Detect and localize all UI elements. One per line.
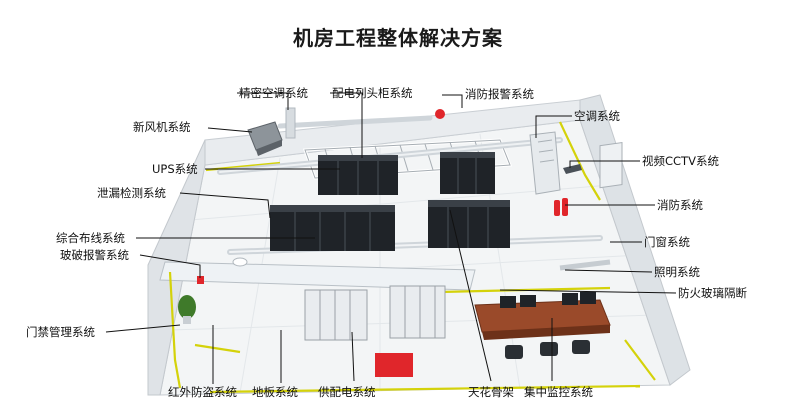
label-access-control: 门禁管理系统 [26,325,95,339]
precision-ac-duct [285,107,296,139]
label-power-cabinet: 配电列头柜系统 [332,86,413,100]
label-door-window: 门窗系统 [644,235,690,249]
entrance-door [375,353,413,377]
label-fire-glass: 防火玻璃隔断 [678,286,747,300]
label-floor: 地板系统 [252,385,298,399]
label-fresh-air: 新风机系统 [133,120,191,134]
right-door [599,142,623,189]
label-fire-alarm: 消防报警系统 [465,87,534,101]
fresh-air-unit [247,121,283,156]
leader-lines [105,92,677,384]
glass-break-sensor [197,276,204,284]
label-cctv: 视频CCTV系统 [642,154,719,168]
ceiling-light [232,257,248,267]
wall-ac-unit [529,131,561,195]
label-cabling: 综合布线系统 [56,231,125,245]
label-monitoring: 集中监控系统 [524,385,593,399]
label-lighting: 照明系统 [654,265,700,279]
label-fire-protection: 消防系统 [657,198,703,212]
cabinet-dividers [294,158,489,251]
page-title: 机房工程整体解决方案 [293,26,503,50]
power-distribution-cabinets [304,285,446,341]
server-cabinets [270,152,510,251]
label-glass-break: 玻破报警系统 [60,248,129,262]
label-leak-detection: 泄漏检测系统 [97,186,166,200]
label-ceiling: 天花骨架 [468,385,514,399]
monitoring-desk [474,292,611,340]
label-precision-ac: 精密空调系统 [239,86,308,100]
lighting-bar [559,259,611,271]
glass-partition [159,261,476,291]
fire-extinguishers [554,198,568,216]
label-air-conditioning: 空调系统 [574,109,620,123]
fire-alarm-sensor [435,109,445,119]
monitoring-chairs [505,340,590,359]
cctv-camera [563,164,582,174]
label-infrared: 红外防盗系统 [168,385,237,399]
label-power-distribution: 供配电系统 [318,385,376,399]
plant [178,295,196,324]
label-ups: UPS系统 [152,162,198,176]
